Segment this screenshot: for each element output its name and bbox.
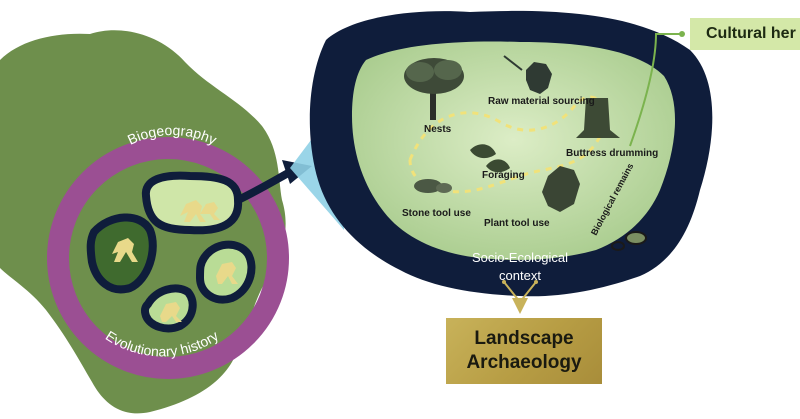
label-foraging: Foraging [482, 170, 525, 181]
label-stone-tool-use: Stone tool use [402, 208, 471, 219]
chimp-silhouettes [112, 200, 238, 322]
chimp-icon [200, 202, 220, 220]
landscape-connector-dot-right [534, 280, 538, 284]
chimp-icon [112, 238, 138, 262]
chimp-icon [160, 302, 182, 322]
tree-icon [404, 58, 464, 120]
chimp-icon [503, 55, 552, 94]
remains-icon [611, 231, 647, 251]
plant-icon [470, 144, 510, 173]
socio-ecological-title-line2: context [499, 268, 541, 283]
cultural-heritage-label: Cultural her [690, 18, 800, 50]
landscape-connector-dot-left [502, 280, 506, 284]
chimp-icon [180, 200, 206, 222]
stone-icon [414, 179, 452, 193]
heritage-connector-dot [679, 31, 685, 37]
landscape-connector-head [512, 298, 528, 314]
landscape-title-line1: Landscape [474, 328, 574, 349]
socio-ecological-title-line1: Socio-Ecological [472, 250, 568, 265]
chimp-icon [216, 262, 238, 284]
heritage-connector [629, 33, 680, 147]
biogeography-ring [47, 137, 289, 379]
label-nests: Nests [424, 124, 452, 135]
cultural-heritage-text: Cultural her [706, 25, 796, 42]
chimp-icon [542, 166, 580, 212]
label-plant-tool-use: Plant tool use [484, 218, 550, 229]
landscape-title-line2: Archaeology [466, 352, 582, 373]
landscape-archaeology-box: Landscape Archaeology [446, 318, 602, 384]
arrow-to-context [236, 168, 292, 204]
label-raw-material-sourcing: Raw material sourcing [488, 96, 595, 107]
stump-icon [576, 98, 620, 138]
label-buttress-drumming: Buttress drumming [566, 148, 658, 159]
